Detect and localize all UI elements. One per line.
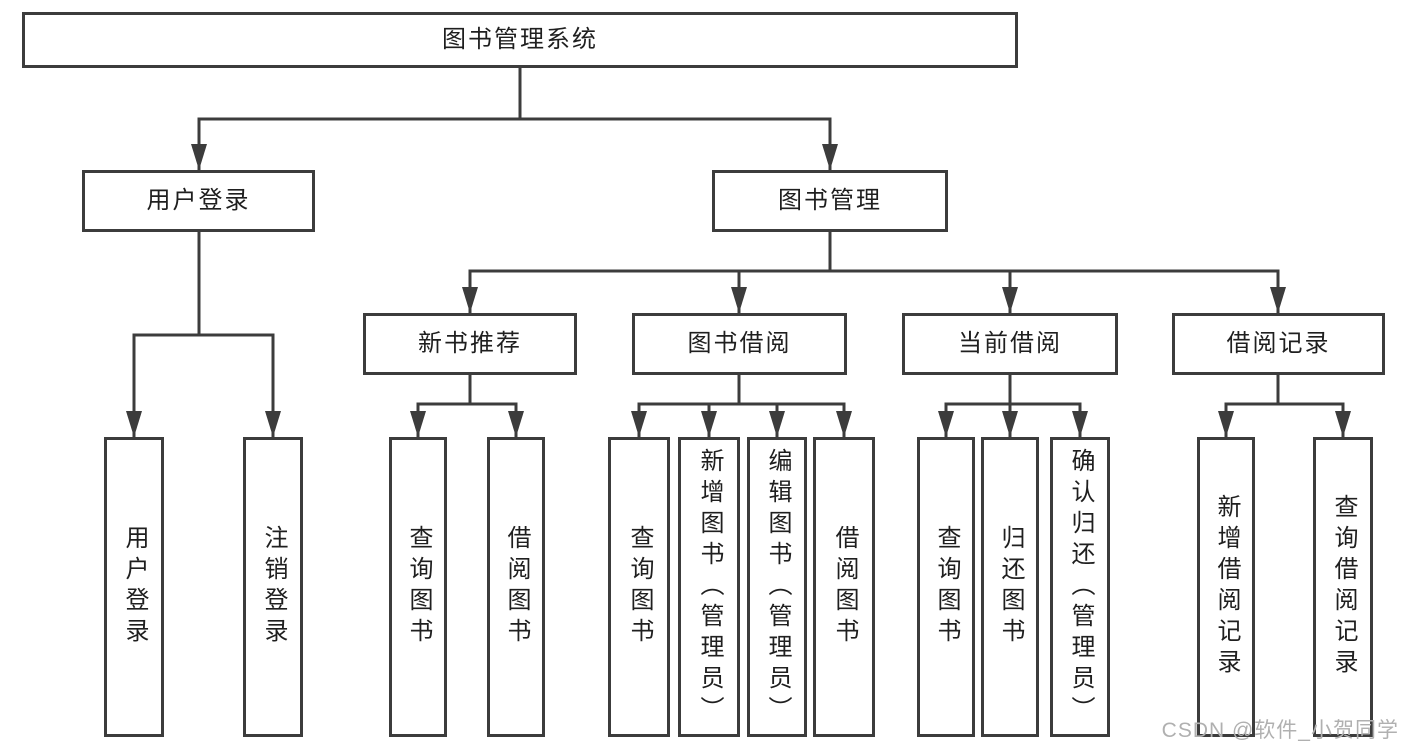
leaf-confirm-return-admin: 确认归还（管理员） — [1050, 437, 1110, 737]
leaf-query-borrow-record-label: 查询借阅记录 — [1330, 494, 1357, 680]
node-system-root: 图书管理系统 — [22, 12, 1018, 68]
node-user-login: 用户登录 — [82, 170, 315, 232]
leaf-logout-label: 注销登录 — [260, 525, 287, 649]
node-book-borrow: 图书借阅 — [632, 313, 847, 375]
node-new-book-recommend-label: 新书推荐 — [418, 330, 522, 357]
node-borrow-records-label: 借阅记录 — [1226, 330, 1331, 357]
leaf-user-login-label: 用户登录 — [121, 525, 148, 649]
leaf-logout: 注销登录 — [243, 437, 303, 737]
leaf-recommend-query-books-label: 查询图书 — [405, 525, 432, 649]
leaf-edit-book-admin-label: 编辑图书（管理员） — [764, 447, 791, 727]
leaf-return-book: 归还图书 — [981, 437, 1039, 737]
leaf-recommend-borrow-books-label: 借阅图书 — [503, 525, 530, 649]
leaf-borrow-query-books: 查询图书 — [608, 437, 670, 737]
node-current-borrow: 当前借阅 — [902, 313, 1118, 375]
node-system-root-label: 图书管理系统 — [442, 26, 598, 53]
leaf-recommend-query-books: 查询图书 — [389, 437, 447, 737]
leaf-borrow-books: 借阅图书 — [813, 437, 875, 737]
connector-borrow-records-to-leaves — [1218, 375, 1351, 437]
connector-current-borrow-to-leaves — [938, 375, 1088, 437]
leaf-add-book-admin-label: 新增图书（管理员） — [696, 447, 723, 727]
connector-book-borrow-to-leaves — [631, 375, 852, 437]
node-current-borrow-label: 当前借阅 — [958, 330, 1062, 357]
node-new-book-recommend: 新书推荐 — [363, 313, 577, 375]
leaf-edit-book-admin: 编辑图书（管理员） — [747, 437, 807, 737]
connector-new-book-to-leaves — [410, 375, 524, 437]
leaf-current-query-books: 查询图书 — [917, 437, 975, 737]
node-borrow-records: 借阅记录 — [1172, 313, 1385, 375]
leaf-current-query-books-label: 查询图书 — [933, 525, 960, 649]
leaf-confirm-return-admin-label: 确认归还（管理员） — [1067, 447, 1094, 727]
connector-root-to-level2 — [191, 68, 838, 170]
node-book-management: 图书管理 — [712, 170, 948, 232]
leaf-add-borrow-record: 新增借阅记录 — [1197, 437, 1255, 737]
leaf-borrow-query-books-label: 查询图书 — [626, 525, 653, 649]
connector-user-login-to-leaves — [126, 232, 281, 437]
leaf-user-login: 用户登录 — [104, 437, 164, 737]
leaf-query-borrow-record: 查询借阅记录 — [1313, 437, 1373, 737]
node-book-borrow-label: 图书借阅 — [687, 330, 792, 357]
leaf-add-borrow-record-label: 新增借阅记录 — [1213, 494, 1240, 680]
leaf-add-book-admin: 新增图书（管理员） — [678, 437, 740, 737]
node-user-login-label: 用户登录 — [146, 187, 251, 214]
csdn-watermark: CSDN @软件_小贺同学 — [1161, 719, 1399, 742]
node-book-management-label: 图书管理 — [778, 187, 882, 214]
leaf-return-book-label: 归还图书 — [997, 525, 1024, 649]
leaf-recommend-borrow-books: 借阅图书 — [487, 437, 545, 737]
leaf-borrow-books-label: 借阅图书 — [831, 525, 858, 649]
connector-book-management-to-level3 — [462, 232, 1286, 313]
